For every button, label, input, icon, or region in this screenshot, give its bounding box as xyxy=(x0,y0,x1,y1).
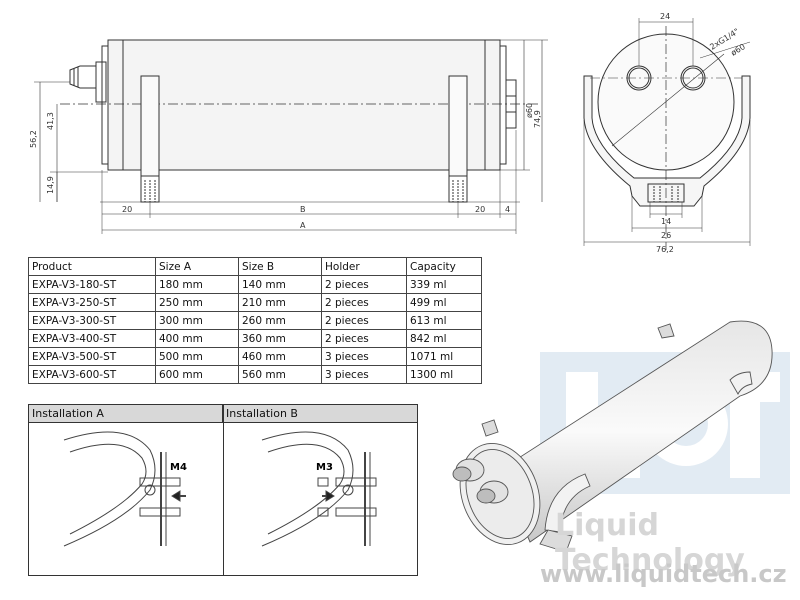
dim-20-left: 20 xyxy=(122,205,132,214)
header-capacity: Capacity xyxy=(406,257,482,276)
spec-table: Product Size A Size B Holder Capacity EX… xyxy=(28,257,482,384)
cell-size-a: 400 mm xyxy=(155,329,239,348)
cell-product: EXPA-V3-600-ST xyxy=(28,365,156,384)
cell-capacity: 339 ml xyxy=(406,275,482,294)
installation-a-title: Installation A xyxy=(29,405,223,423)
installation-b-title: Installation B xyxy=(223,405,417,423)
cell-size-b: 260 mm xyxy=(238,311,322,330)
cell-product: EXPA-V3-250-ST xyxy=(28,293,156,312)
dim-14: 14,9 xyxy=(46,176,55,194)
cell-holder: 2 pieces xyxy=(321,329,407,348)
cell-capacity: 842 ml xyxy=(406,329,482,348)
dim-74: 74,9 xyxy=(533,110,542,128)
cell-product: EXPA-V3-500-ST xyxy=(28,347,156,366)
screw-label-b: M3 xyxy=(316,462,333,473)
side-view xyxy=(583,18,751,250)
header-size-a: Size A xyxy=(155,257,239,276)
cell-capacity: 613 ml xyxy=(406,311,482,330)
table-header-row: Product Size A Size B Holder Capacity xyxy=(28,257,482,276)
installation-b-diagram xyxy=(261,431,377,547)
cell-size-b: 560 mm xyxy=(238,365,322,384)
cell-size-b: 210 mm xyxy=(238,293,322,312)
dim-side-76: 76,2 xyxy=(656,245,674,254)
cell-size-a: 500 mm xyxy=(155,347,239,366)
cell-product: EXPA-V3-300-ST xyxy=(28,311,156,330)
table-row: EXPA-V3-400-ST 400 mm 360 mm 2 pieces 84… xyxy=(28,329,482,348)
table-row: EXPA-V3-600-ST 600 mm 560 mm 3 pieces 13… xyxy=(28,365,482,384)
installation-panel: Installation A Installation B xyxy=(28,404,418,576)
dim-20-right: 20 xyxy=(475,205,485,214)
dim-24: 24 xyxy=(660,12,670,21)
installation-a-diagram xyxy=(63,431,186,547)
render-3d xyxy=(452,320,773,553)
cell-size-b: 140 mm xyxy=(238,275,322,294)
header-size-b: Size B xyxy=(238,257,322,276)
dim-56: 56,2 xyxy=(29,130,38,148)
dim-4: 4 xyxy=(505,205,510,214)
cell-size-b: 460 mm xyxy=(238,347,322,366)
front-view xyxy=(34,39,548,234)
dim-side-14: 14 xyxy=(661,217,671,226)
dim-a: A xyxy=(300,221,306,230)
dim-60: ø60 xyxy=(525,103,534,118)
table-row: EXPA-V3-180-ST 180 mm 140 mm 2 pieces 33… xyxy=(28,275,482,294)
cell-holder: 2 pieces xyxy=(321,311,407,330)
table-row: EXPA-V3-300-ST 300 mm 260 mm 2 pieces 61… xyxy=(28,311,482,330)
dim-side-60: ø60 xyxy=(729,42,747,58)
url-watermark: www.liquidtech.cz xyxy=(540,560,787,588)
table-row: EXPA-V3-250-ST 250 mm 210 mm 2 pieces 49… xyxy=(28,293,482,312)
front-view-dimension-labels: 56,2 41,3 14,9 20 B 20 4 A ø60 74,9 xyxy=(29,103,542,230)
cell-size-a: 600 mm xyxy=(155,365,239,384)
cell-holder: 2 pieces xyxy=(321,293,407,312)
dim-side-26: 26 xyxy=(661,231,671,240)
dim-b: B xyxy=(300,205,306,214)
cell-holder: 3 pieces xyxy=(321,347,407,366)
installation-divider xyxy=(223,405,224,575)
cell-product: EXPA-V3-180-ST xyxy=(28,275,156,294)
dim-41: 41,3 xyxy=(46,112,55,130)
table-row: EXPA-V3-500-ST 500 mm 460 mm 3 pieces 10… xyxy=(28,347,482,366)
brand-watermark: Liquid Technology xyxy=(555,508,745,578)
cell-holder: 2 pieces xyxy=(321,275,407,294)
cell-capacity: 1071 ml xyxy=(406,347,482,366)
cell-size-a: 180 mm xyxy=(155,275,239,294)
cell-holder: 3 pieces xyxy=(321,365,407,384)
cell-size-a: 250 mm xyxy=(155,293,239,312)
cell-capacity: 1300 ml xyxy=(406,365,482,384)
screw-label-a: M4 xyxy=(170,462,187,473)
cell-product: EXPA-V3-400-ST xyxy=(28,329,156,348)
cell-size-a: 300 mm xyxy=(155,311,239,330)
header-product: Product xyxy=(28,257,156,276)
cell-capacity: 499 ml xyxy=(406,293,482,312)
cell-size-b: 360 mm xyxy=(238,329,322,348)
header-holder: Holder xyxy=(321,257,407,276)
